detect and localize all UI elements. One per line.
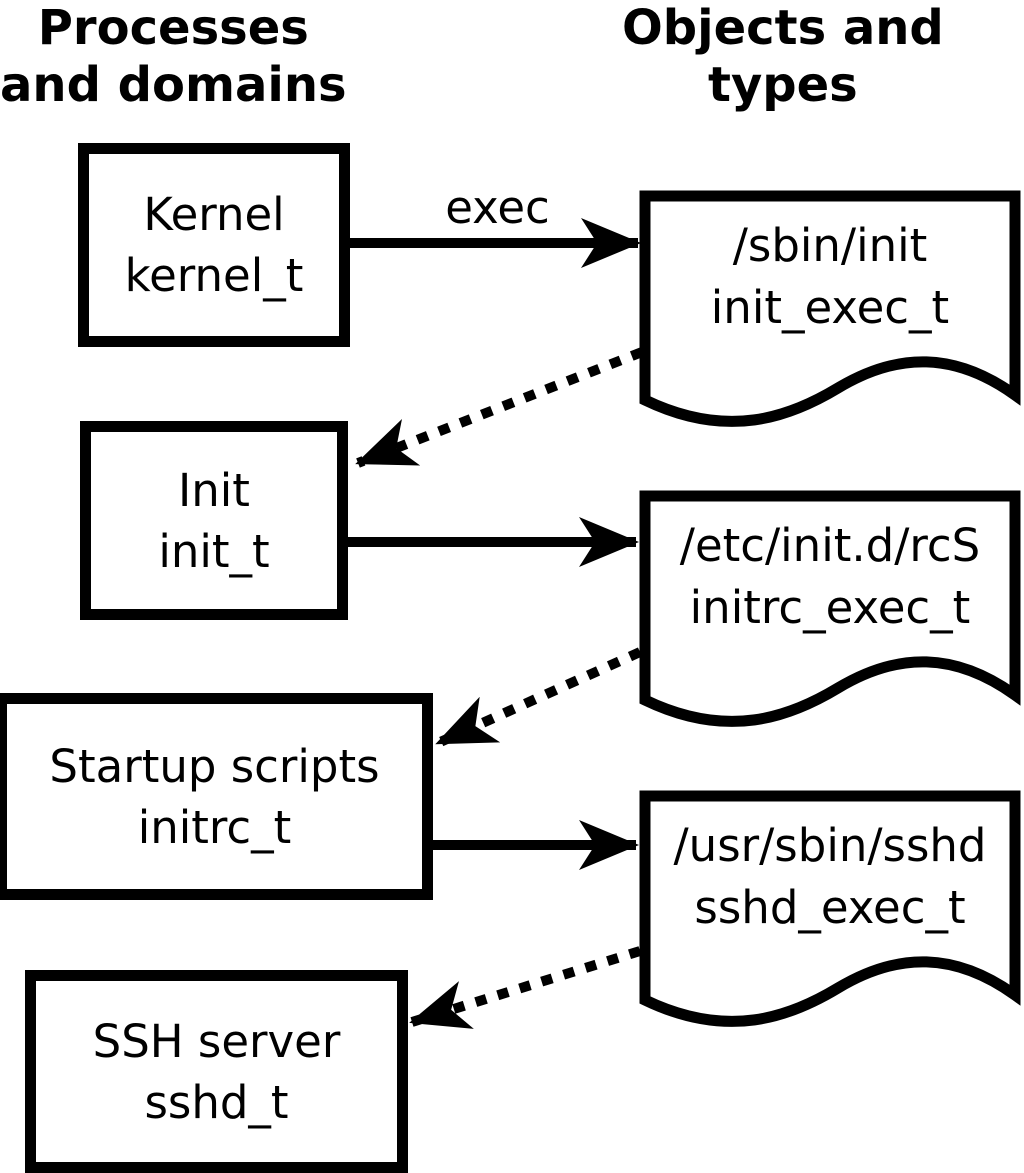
process-box-kernel: Kernel kernel_t <box>78 143 350 347</box>
column-header-processes-line1: Processes <box>37 0 309 56</box>
process-name-startup-scripts: Startup scripts <box>49 739 380 793</box>
object-type-sshd-exec-t: sshd_exec_t <box>694 881 966 934</box>
process-domain-init-t: init_t <box>158 524 270 578</box>
object-label-sbin-init: /sbin/init init_exec_t <box>645 215 1015 339</box>
column-header-objects-line1: Objects and <box>622 0 944 56</box>
object-path-etc-initd-rcs: /etc/init.d/rcS <box>679 519 981 572</box>
process-domain-sshd-t: sshd_t <box>144 1075 289 1129</box>
object-type-initrc-exec-t: initrc_exec_t <box>689 581 971 634</box>
transition-arrow-init-exec-to-init-t <box>355 347 644 468</box>
column-header-objects-line2: types <box>708 57 858 113</box>
process-domain-kernel-t: kernel_t <box>124 249 304 302</box>
process-box-startup-scripts: Startup scripts initrc_t <box>0 693 433 900</box>
column-header-objects: Objects and types <box>622 0 944 114</box>
process-domain-initrc-t: initrc_t <box>137 800 292 854</box>
column-header-processes-line2: and domains <box>0 57 347 113</box>
transition-arrow-initrc-exec-to-initrc-t <box>435 647 643 748</box>
process-name-init: Init <box>178 463 250 517</box>
document-shape-usr-sbin-sshd <box>639 790 1021 1027</box>
object-label-usr-sbin-sshd: /usr/sbin/sshd sshd_exec_t <box>645 815 1015 939</box>
transition-arrow-sshd-exec-to-sshd-t <box>409 946 642 1029</box>
object-type-init-exec-t: init_exec_t <box>710 281 950 334</box>
object-path-sbin-init: /sbin/init <box>732 219 928 272</box>
process-box-init: Init init_t <box>80 421 348 620</box>
exec-label: exec <box>445 181 550 234</box>
process-name-ssh-server: SSH server <box>92 1014 341 1068</box>
object-label-etc-initd-rcs: /etc/init.d/rcS initrc_exec_t <box>645 515 1015 639</box>
process-box-ssh-server: SSH server sshd_t <box>25 970 408 1173</box>
process-name-kernel: Kernel <box>143 188 285 241</box>
column-header-processes: Processes and domains <box>0 0 347 114</box>
document-shape-sbin-init <box>639 190 1021 427</box>
object-path-usr-sbin-sshd: /usr/sbin/sshd <box>673 819 987 872</box>
document-shape-etc-initd-rcs <box>639 490 1021 727</box>
